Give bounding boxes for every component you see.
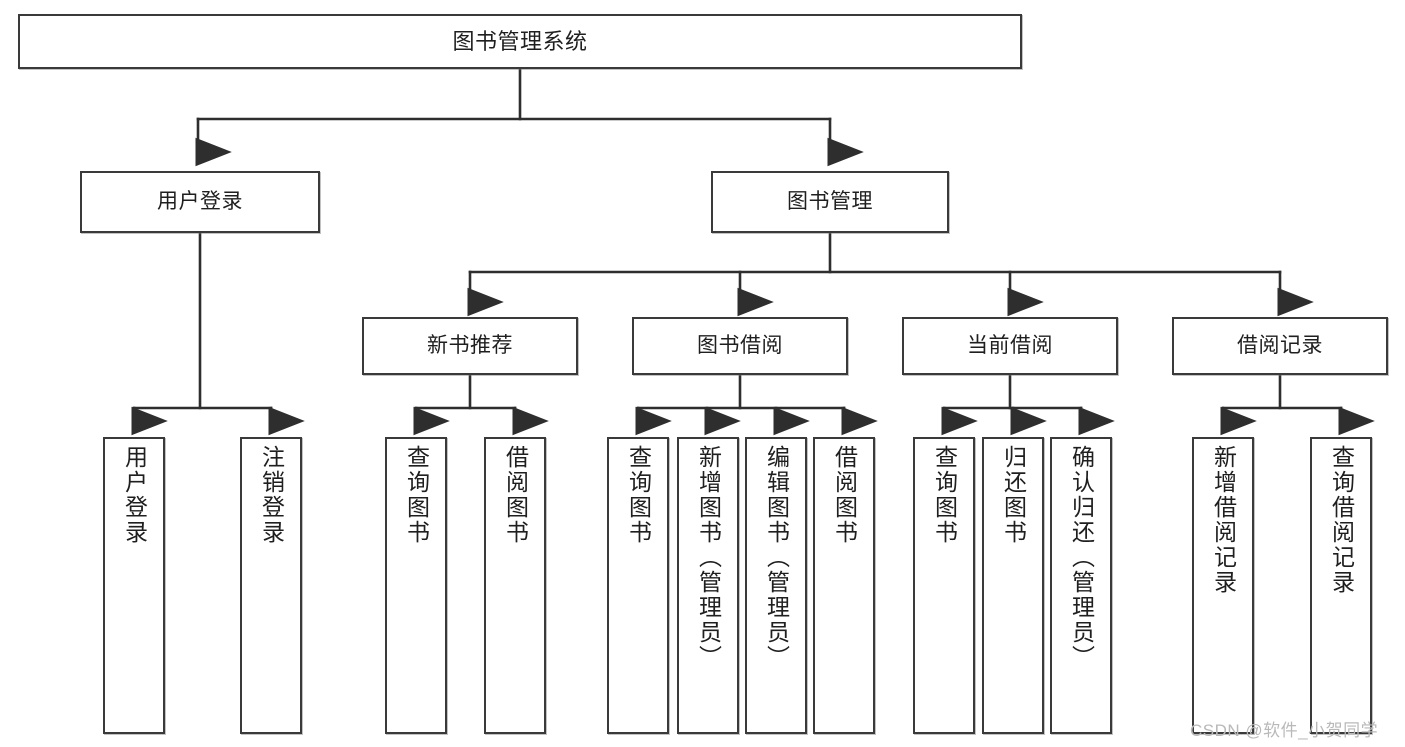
leaf-borrow-book-a-label: 借阅图书 <box>502 445 529 545</box>
leaf-confirm-return-label: 确认归还（管理员） <box>1068 445 1095 670</box>
leaf-query-book-c-label: 查询图书 <box>931 445 958 545</box>
node-borrow-record-label: 借阅记录 <box>1237 333 1323 357</box>
node-book-borrow-label: 图书借阅 <box>697 333 783 357</box>
leaf-user-login[interactable]: 用户登录 <box>103 437 165 734</box>
node-new-book-recommend[interactable]: 新书推荐 <box>362 317 578 375</box>
leaf-query-book-a[interactable]: 查询图书 <box>385 437 447 734</box>
leaf-edit-book[interactable]: 编辑图书（管理员） <box>745 437 807 734</box>
leaf-query-borrow-record-label: 查询借阅记录 <box>1328 445 1355 595</box>
leaf-add-book-label: 新增图书（管理员） <box>695 445 722 670</box>
node-borrow-record[interactable]: 借阅记录 <box>1172 317 1388 375</box>
node-book-borrow[interactable]: 图书借阅 <box>632 317 848 375</box>
node-new-book-recommend-label: 新书推荐 <box>427 333 513 357</box>
leaf-borrow-book-b[interactable]: 借阅图书 <box>813 437 875 734</box>
leaf-return-book[interactable]: 归还图书 <box>982 437 1044 734</box>
leaf-query-book-b[interactable]: 查询图书 <box>607 437 669 734</box>
leaf-query-book-b-label: 查询图书 <box>625 445 652 545</box>
node-root[interactable]: 图书管理系统 <box>18 14 1022 69</box>
csdn-watermark: CSDN @软件_小贺同学 <box>1190 721 1379 740</box>
node-book-management-label: 图书管理 <box>787 189 873 213</box>
node-book-management[interactable]: 图书管理 <box>711 171 949 233</box>
leaf-borrow-book-a[interactable]: 借阅图书 <box>484 437 546 734</box>
leaf-user-login-label: 用户登录 <box>121 445 148 545</box>
leaf-query-borrow-record[interactable]: 查询借阅记录 <box>1310 437 1372 734</box>
node-root-label: 图书管理系统 <box>452 28 588 54</box>
leaf-edit-book-label: 编辑图书（管理员） <box>763 445 790 670</box>
leaf-borrow-book-b-label: 借阅图书 <box>831 445 858 545</box>
leaf-add-borrow-record-label: 新增借阅记录 <box>1210 445 1237 595</box>
leaf-add-borrow-record[interactable]: 新增借阅记录 <box>1192 437 1254 734</box>
leaf-return-book-label: 归还图书 <box>1000 445 1027 545</box>
leaf-confirm-return[interactable]: 确认归还（管理员） <box>1050 437 1112 734</box>
leaf-query-book-a-label: 查询图书 <box>403 445 430 545</box>
leaf-user-logout-label: 注销登录 <box>258 445 285 545</box>
node-user-login-label: 用户登录 <box>157 189 243 213</box>
node-current-borrow[interactable]: 当前借阅 <box>902 317 1118 375</box>
leaf-add-book[interactable]: 新增图书（管理员） <box>677 437 739 734</box>
node-current-borrow-label: 当前借阅 <box>967 333 1053 357</box>
node-user-login[interactable]: 用户登录 <box>80 171 320 233</box>
leaf-query-book-c[interactable]: 查询图书 <box>913 437 975 734</box>
leaf-user-logout[interactable]: 注销登录 <box>240 437 302 734</box>
